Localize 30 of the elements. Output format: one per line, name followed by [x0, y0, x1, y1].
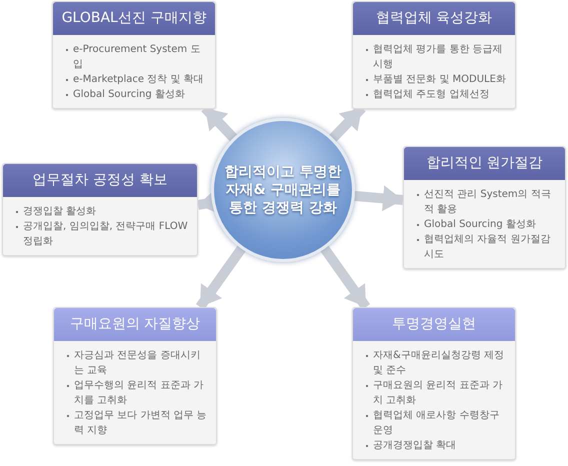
card-header: 투명경영실현 — [353, 308, 515, 341]
card — [352, 307, 516, 460]
bullet-text: Global Sourcing 활성화 — [73, 88, 185, 102]
card — [352, 1, 516, 109]
bullet-text: 협력업체 주도형 업체선정 — [373, 88, 490, 102]
bullet-text: 공개입찰, 임의입찰, 전략구매 FLOW 정립화 — [23, 220, 189, 249]
bullet-text: 협력업체 평가를 통한 등급제 시행 — [373, 43, 504, 72]
bullet-text: 자재&구매윤리실청강령 제정 및 준수 — [373, 349, 505, 378]
bullet-text: 경쟁입찰 활성화 — [23, 205, 96, 219]
card — [53, 307, 217, 445]
card — [2, 163, 198, 256]
card-header: 업무절차 공정성 확보 — [3, 164, 197, 197]
bullet-text: 고정업무 보다 가변적 업무 능력 지향 — [74, 409, 208, 438]
bullet-text: 공개경쟁입찰 확대 — [373, 439, 456, 453]
card-header: 합리적인 원가절감 — [404, 147, 565, 180]
center-text: 합리적이고 투명한 자재& 구매관리를 통한 경쟁력 강화 — [224, 163, 342, 217]
bullet-text: 협력업체의 자율적 원가절감 시도 — [424, 233, 552, 262]
bullet-text: e-Marketplace 정착 및 확대 — [73, 73, 204, 87]
bullet-text: Global Sourcing 활성화 — [424, 218, 536, 232]
bullet-text: 부품별 전문화 및 MODULE화 — [373, 73, 506, 87]
card-header: GLOBAL선진 구매지향 — [53, 2, 215, 35]
bullet-text: 선진적 관리 System의 적극적 활용 — [424, 188, 552, 217]
bullet-text: 구매요원의 윤리적 표준과 가치 고취화 — [373, 379, 504, 408]
card-header: 협력업체 육성강화 — [353, 2, 515, 35]
card — [403, 146, 566, 269]
bullet-text: 자긍심과 전문성을 증대시키는 교육 — [74, 349, 202, 378]
card-header: 구매요원의 자질향상 — [54, 308, 216, 341]
bullet-text: 협력업체 애로사항 수령창구 운영 — [373, 409, 500, 438]
card — [52, 1, 216, 109]
bullet-text: 업무수행의 윤리적 표준과 가치를 고취화 — [74, 379, 205, 408]
